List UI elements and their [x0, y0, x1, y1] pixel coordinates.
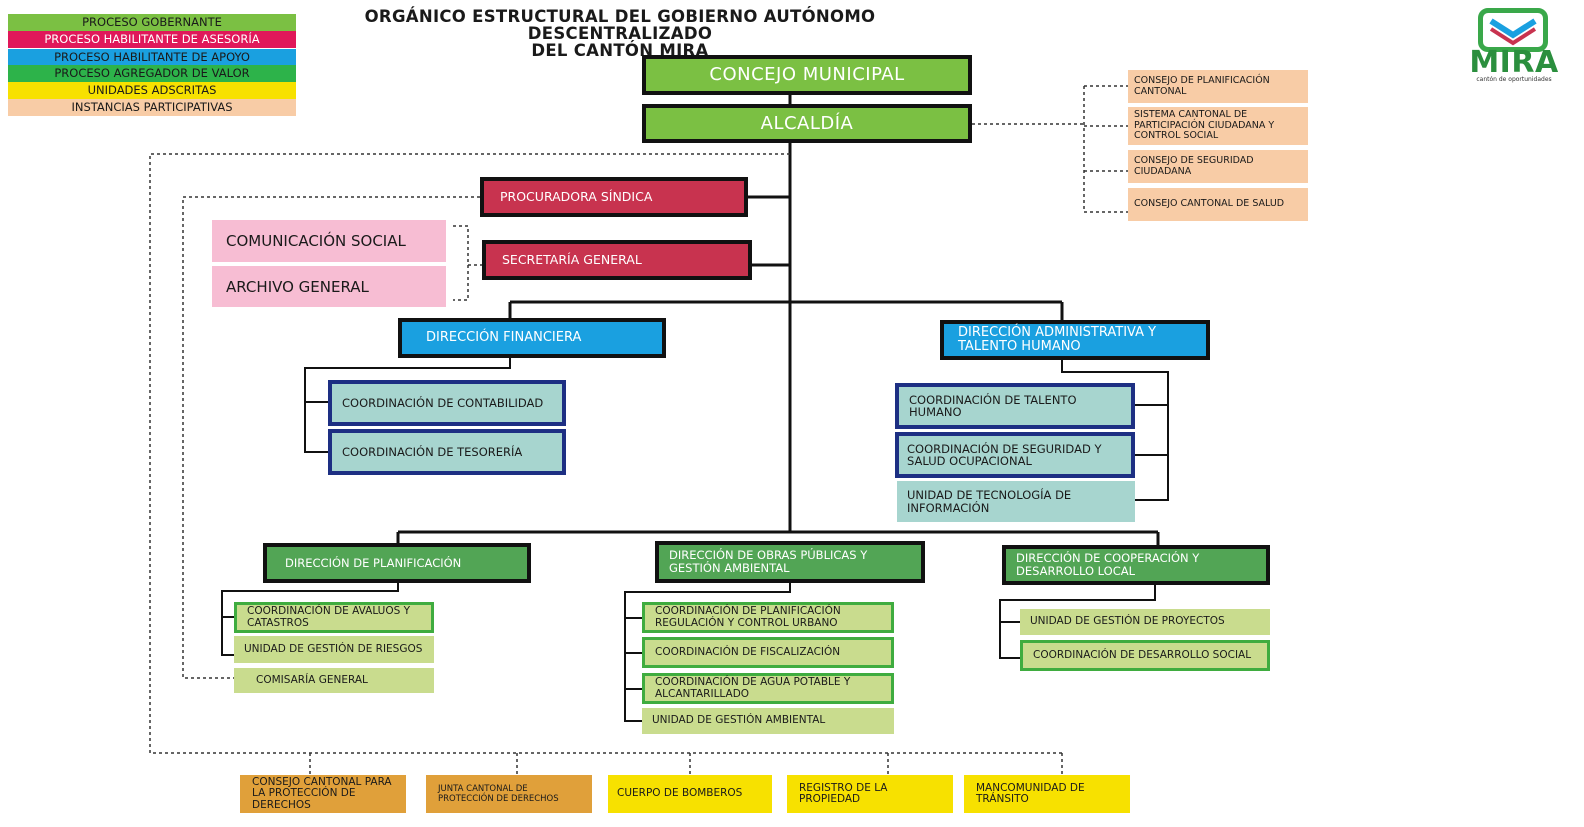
coord-desarrollo-social-box: COORDINACIÓN DE DESARROLLO SOCIAL [1020, 640, 1270, 671]
logo-wordmark: MIRA [1469, 45, 1559, 80]
alcaldia-label: ALCALDÍA [760, 112, 854, 134]
envelope-check-icon [1478, 8, 1548, 52]
adscrita-label: REGISTRO DE LA PROPIEDAD [799, 781, 888, 805]
unit-label: UNIDAD DE GESTIÓN AMBIENTAL [652, 714, 826, 727]
coord-planificacion-urbana-box: COORDINACIÓN DE PLANIFICACIÓN REGULACIÓN… [642, 602, 894, 633]
unit-label: COORDINACIÓN DE DESARROLLO SOCIAL [1033, 648, 1252, 661]
comunicacion-social-box: COMUNICACIÓN SOCIAL [212, 220, 446, 262]
unit-label: COMISARÍA GENERAL [256, 673, 368, 686]
alcaldia-box: ALCALDÍA [642, 104, 972, 143]
direccion-administrativa-label: DIRECCIÓN ADMINISTRATIVA Y TALENTO HUMAN… [958, 325, 1157, 354]
unit-label: UNIDAD DE GESTIÓN DE PROYECTOS [1030, 615, 1225, 628]
unit-label: UNIDAD DE TECNOLOGÍA DE INFORMACIÓN [907, 488, 1072, 515]
coord-agua-potable-box: COORDINACIÓN DE AGUA POTABLE Y ALCANTARI… [642, 673, 894, 704]
coord-tesoreria-box: COORDINACIÓN DE TESORERÍA [328, 429, 566, 475]
coord-avaluos-box: COORDINACIÓN DE AVALUOS Y CATASTROS [234, 602, 434, 633]
coord-seguridad-salud-box: COORDINACIÓN DE SEGURIDAD Y SALUD OCUPAC… [895, 432, 1135, 478]
direccion-obras-box: DIRECCIÓN DE OBRAS PÚBLICAS Y GESTIÓN AM… [655, 541, 925, 583]
title-line-1: ORGÁNICO ESTRUCTURAL DEL GOBIERNO AUTÓNO… [364, 7, 876, 43]
direccion-financiera-box: DIRECCIÓN FINANCIERA [398, 318, 666, 358]
adscrita-label: CONSEJO CANTONAL PARA LA PROTECCIÓN DE D… [252, 775, 392, 811]
concejo-municipal-box: CONCEJO MUNICIPAL [642, 55, 972, 95]
comunicacion-label: COMUNICACIÓN SOCIAL [226, 232, 406, 250]
legend-item-asesoria: PROCESO HABILITANTE DE ASESORÍA [8, 31, 296, 48]
unit-label: COORDINACIÓN DE CONTABILIDAD [342, 395, 544, 410]
unidad-riesgos-box: UNIDAD DE GESTIÓN DE RIESGOS [234, 636, 434, 663]
direccion-planificacion-box: DIRECCIÓN DE PLANIFICACIÓN [263, 543, 531, 583]
instancia-label: CONSEJO CANTONAL DE SALUD [1134, 198, 1285, 210]
instancia-label: CONSEJO DE PLANIFICACIÓN CANTONAL [1134, 75, 1270, 97]
instancia-planificacion-box: CONSEJO DE PLANIFICACIÓN CANTONAL [1128, 70, 1308, 103]
unit-label: COORDINACIÓN DE PLANIFICACIÓN REGULACIÓN… [655, 605, 841, 629]
instancia-label: SISTEMA CANTONAL DE PARTICIPACIÓN CIUDAD… [1134, 109, 1275, 142]
instancia-salud-box: CONSEJO CANTONAL DE SALUD [1128, 188, 1308, 221]
adscrita-label: CUERPO DE BOMBEROS [617, 787, 743, 800]
unit-label: COORDINACIÓN DE FISCALIZACIÓN [655, 645, 841, 658]
instancia-seguridad-box: CONSEJO DE SEGURIDAD CIUDADANA [1128, 150, 1308, 183]
legend-item-instancias: INSTANCIAS PARTICIPATIVAS [8, 99, 296, 116]
direccion-cooperacion-label: DIRECCIÓN DE COOPERACIÓN Y DESARROLLO LO… [1016, 551, 1200, 578]
legend-item-agregador: PROCESO AGREGADOR DE VALOR [8, 65, 296, 82]
unidad-tecnologia-box: UNIDAD DE TECNOLOGÍA DE INFORMACIÓN [897, 481, 1135, 522]
unit-label: COORDINACIÓN DE AVALUOS Y CATASTROS [247, 605, 411, 629]
comisaria-general-box: COMISARÍA GENERAL [234, 668, 434, 693]
procuradora-label: PROCURADORA SÍNDICA [500, 189, 653, 204]
concejo-municipal-label: CONCEJO MUNICIPAL [709, 64, 905, 85]
unit-label: COORDINACIÓN DE TESORERÍA [342, 444, 523, 459]
coord-fiscalizacion-box: COORDINACIÓN DE FISCALIZACIÓN [642, 637, 894, 668]
direccion-financiera-label: DIRECCIÓN FINANCIERA [426, 330, 582, 345]
title-line-2: DEL CANTÓN MIRA [531, 41, 709, 60]
procuradora-sindica-box: PROCURADORA SÍNDICA [480, 177, 748, 217]
secretaria-label: SECRETARÍA GENERAL [502, 252, 642, 267]
coord-talento-humano-box: COORDINACIÓN DE TALENTO HUMANO [895, 383, 1135, 429]
unidad-gestion-ambiental-box: UNIDAD DE GESTIÓN AMBIENTAL [642, 708, 894, 734]
direccion-administrativa-box: DIRECCIÓN ADMINISTRATIVA Y TALENTO HUMAN… [940, 320, 1210, 360]
adscrita-mancomunidad-box: MANCOMUNIDAD DE TRÁNSITO [964, 775, 1130, 813]
direccion-cooperacion-box: DIRECCIÓN DE COOPERACIÓN Y DESARROLLO LO… [1002, 545, 1270, 585]
legend-item-adscritas: UNIDADES ADSCRITAS [8, 82, 296, 99]
legend-item-apoyo: PROCESO HABILITANTE DE APOYO [8, 49, 296, 66]
adscrita-consejo-proteccion-box: CONSEJO CANTONAL PARA LA PROTECCIÓN DE D… [240, 775, 406, 813]
unit-label: COORDINACIÓN DE AGUA POTABLE Y ALCANTARI… [655, 676, 851, 700]
logo-tagline: cantón de oportunidades [1476, 76, 1552, 83]
archivo-general-box: ARCHIVO GENERAL [212, 266, 446, 307]
archivo-label: ARCHIVO GENERAL [226, 277, 369, 296]
legend-item-gobernante: PROCESO GOBERNANTE [8, 14, 296, 31]
adscrita-label: JUNTA CANTONAL DE PROTECCIÓN DE DERECHOS [438, 784, 559, 804]
adscrita-registro-box: REGISTRO DE LA PROPIEDAD [787, 775, 953, 813]
direccion-obras-label: DIRECCIÓN DE OBRAS PÚBLICAS Y GESTIÓN AM… [669, 548, 868, 575]
adscrita-label: MANCOMUNIDAD DE TRÁNSITO [976, 781, 1085, 805]
instancia-label: CONSEJO DE SEGURIDAD CIUDADANA [1134, 155, 1254, 177]
adscrita-bomberos-box: CUERPO DE BOMBEROS [608, 775, 772, 813]
adscrita-junta-proteccion-box: JUNTA CANTONAL DE PROTECCIÓN DE DERECHOS [426, 775, 592, 813]
unit-label: COORDINACIÓN DE TALENTO HUMANO [909, 392, 1077, 419]
instancia-participacion-box: SISTEMA CANTONAL DE PARTICIPACIÓN CIUDAD… [1128, 107, 1308, 145]
unidad-proyectos-box: UNIDAD DE GESTIÓN DE PROYECTOS [1020, 609, 1270, 635]
page-title: ORGÁNICO ESTRUCTURAL DEL GOBIERNO AUTÓNO… [330, 8, 910, 59]
direccion-planificacion-label: DIRECCIÓN DE PLANIFICACIÓN [285, 555, 462, 570]
unit-label: UNIDAD DE GESTIÓN DE RIESGOS [244, 642, 423, 655]
unit-label: COORDINACIÓN DE SEGURIDAD Y SALUD OCUPAC… [907, 441, 1102, 468]
secretaria-general-box: SECRETARÍA GENERAL [482, 240, 752, 280]
coord-contabilidad-box: COORDINACIÓN DE CONTABILIDAD [328, 380, 566, 426]
